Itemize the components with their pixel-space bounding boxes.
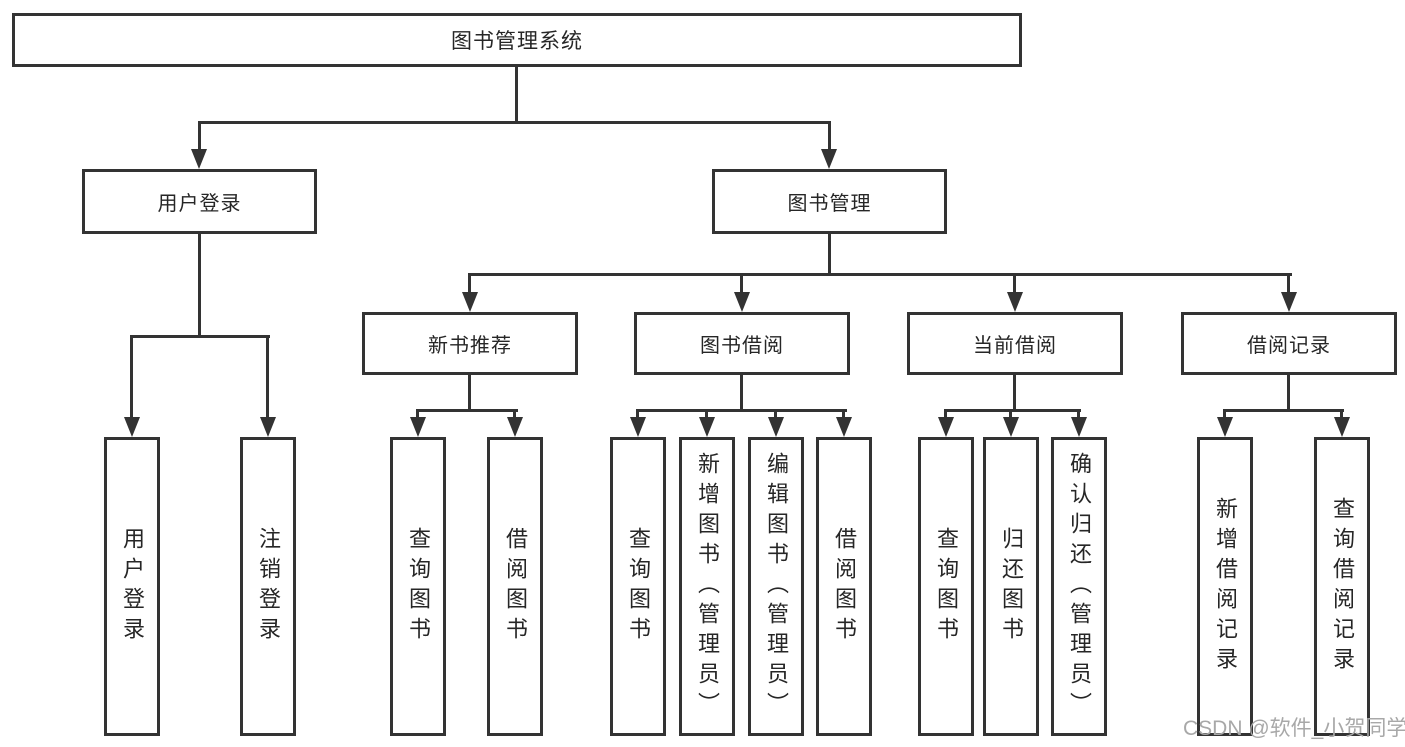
connector-line [1287,273,1290,295]
connector-line [1223,409,1226,421]
connector-line [636,409,847,412]
connector-line [468,273,1292,276]
leaf-query-book-recommend: 查询图书 [390,437,446,736]
node-book-management-system: 图书管理系统 [12,13,1022,67]
connector-line [740,273,743,295]
connector-line [705,409,708,421]
leaf-query-book-borrow: 查询图书 [610,437,666,736]
leaf-logout: 注销登录 [240,437,296,736]
arrow-down-icon [462,292,478,312]
leaf-return-book: 归还图书 [983,437,1039,736]
connector-line [828,121,831,151]
arrow-down-icon [1007,292,1023,312]
node-new-book-recommend: 新书推荐 [362,312,578,375]
leaf-user-login: 用户登录 [104,437,160,736]
connector-line [774,409,777,421]
leaf-borrow-book-recommend: 借阅图书 [487,437,543,736]
arrow-down-icon [124,417,140,437]
leaf-add-book-admin: 新增图书（管理员） [679,437,735,736]
arrow-down-icon [938,417,954,437]
connector-line [944,409,947,421]
node-current-borrow: 当前借阅 [907,312,1123,375]
leaf-edit-book-admin: 编辑图书（管理员） [748,437,804,736]
arrow-down-icon [734,292,750,312]
connector-line [198,121,201,151]
connector-line [468,273,471,295]
connector-line [198,234,201,338]
connector-line [842,409,845,421]
node-book-borrow: 图书借阅 [634,312,850,375]
connector-line [513,409,516,421]
connector-line [944,409,1081,412]
arrow-down-icon [630,417,646,437]
arrow-down-icon [1334,417,1350,437]
arrow-down-icon [410,417,426,437]
arrow-down-icon [1071,417,1087,437]
arrow-down-icon [1281,292,1297,312]
node-borrow-record: 借阅记录 [1181,312,1397,375]
arrow-down-icon [699,417,715,437]
connector-line [198,121,831,124]
connector-line [130,335,133,420]
connector-line [515,67,518,123]
connector-line [468,375,471,412]
connector-line [636,409,639,421]
connector-line [1340,409,1343,421]
connector-line [1013,273,1016,295]
node-book-management: 图书管理 [712,169,947,234]
arrow-down-icon [191,149,207,169]
arrow-down-icon [836,417,852,437]
arrow-down-icon [821,149,837,169]
leaf-add-borrow-record: 新增借阅记录 [1197,437,1253,736]
connector-line [416,409,419,421]
arrow-down-icon [1003,417,1019,437]
arrow-down-icon [507,417,523,437]
node-user-login: 用户登录 [82,169,317,234]
arrow-down-icon [260,417,276,437]
connector-line [1223,409,1344,412]
leaf-borrow-book: 借阅图书 [816,437,872,736]
leaf-confirm-return-admin: 确认归还（管理员） [1051,437,1107,736]
connector-line [828,234,831,276]
connector-line [740,375,743,412]
leaf-query-book-current: 查询图书 [918,437,974,736]
connector-line [1013,375,1016,412]
connector-line [1009,409,1012,421]
connector-line [416,409,518,412]
connector-line [1077,409,1080,421]
leaf-query-borrow-record: 查询借阅记录 [1314,437,1370,736]
csdn-watermark: CSDN @软件_小贺同学 [1183,717,1405,740]
connector-line [1287,375,1290,412]
connector-line [130,335,270,338]
connector-line [266,335,269,420]
arrow-down-icon [1217,417,1233,437]
arrow-down-icon [768,417,784,437]
